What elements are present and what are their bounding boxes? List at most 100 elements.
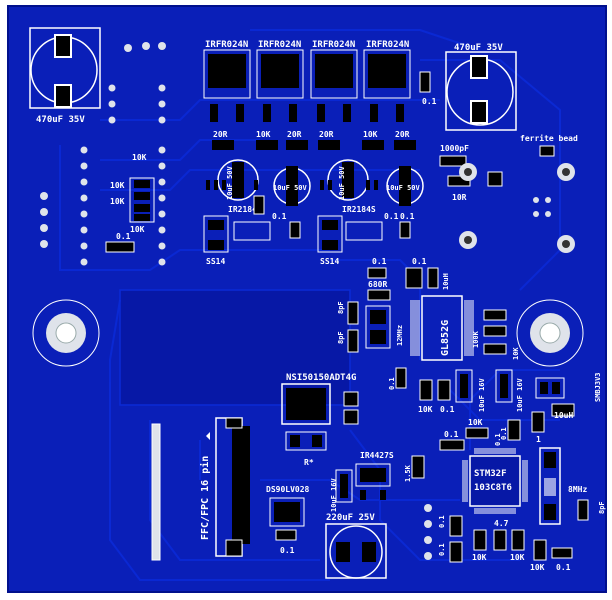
ferrite-pad [487,171,503,187]
crystal-8mhz [539,447,561,525]
cap-01-left [105,241,135,253]
label-r10k-g: 10K [468,418,483,427]
diode-ss14-2 [317,215,343,253]
resistor-680r [367,289,391,301]
label-c01-e: 0.1 [440,405,455,414]
cap-01-d2 [289,221,301,239]
label-r100k: 100K [472,330,480,348]
label-r10r: 10R [452,193,467,202]
label-ss14-2: SS14 [320,257,339,266]
cap-220uf [325,523,387,579]
label-c01-h: 0.1 [500,427,508,440]
label-stm-2: 103C8T6 [474,483,512,493]
label-r20r-1: 20R [213,130,228,139]
resistor-10k-e [483,325,507,337]
cap-8pf-1 [347,301,359,325]
label-stm-1: STM32F [474,469,507,479]
cap-470uf-left [29,27,101,109]
label-c8pf-1: 8pF [337,301,345,314]
cap-01-mid1 [367,267,387,279]
cap-1-small [531,411,545,433]
cap-8pf-2 [347,329,359,353]
label-c01-mid1: 0.1 [372,257,387,266]
ffc-connector [151,417,250,561]
label-c01-d2: 0.1 [384,212,399,221]
label-c01-left: 0.1 [116,232,131,241]
label-c1000pf: 1000pF [440,144,469,153]
mosfet-2 [256,49,304,122]
label-mosfet-4: IRFR024N [366,40,409,50]
ic-small-2 [345,221,383,241]
ic-ir2184s-1 [206,180,258,190]
label-ir4427: IR4427S [360,451,394,460]
label-c01-f: 0.1 [388,377,396,390]
resistor-rstar [285,431,327,451]
label-r20r-2: 20R [287,130,302,139]
cap-01-top [419,71,431,93]
label-mosfet-3: IRFR024N [312,40,355,50]
cap-10uf16-2 [495,369,513,403]
resistor-stack-10k [129,177,155,223]
cap-01-i [275,529,297,541]
label-c01-l: 0.1 [494,433,502,446]
ic-ir4427s [355,463,391,500]
label-c01-mid2: 0.1 [412,257,427,266]
label-cap220: 220uF 25V [326,513,375,523]
label-ds90: DS90LV028 [266,485,310,494]
mosfet-4 [363,49,411,122]
cap-01-mid2 [405,267,423,289]
label-r10k-b: 10K [110,181,125,190]
resistor-1-5k [411,455,425,479]
ic-small-1 [233,221,271,241]
cap-01-e [437,379,451,401]
label-r10k-i: 10K [510,553,525,562]
cap-1000pf [439,155,467,167]
label-r10k-j: 10K [530,563,545,572]
resistor-10k-g [465,427,489,439]
label-ffc: FFC/FPC 16 pin [199,456,211,540]
resistor-10k-h [473,529,487,551]
crystal-12mhz [365,305,391,349]
label-r20r-4: 20R [395,130,410,139]
cap-01-h [507,419,521,441]
resistor-10k-f [419,379,433,401]
label-xtal12: 12MHz [396,325,404,346]
cap-10uf16-3 [335,469,353,503]
label-r10k-e: 10K [512,347,520,360]
header-pins-bottom [424,504,432,560]
cap-01-f [395,367,407,389]
label-c01-i: 0.1 [280,546,295,555]
label-rstar: R* [304,458,314,467]
ic-ir2184s-2 [320,180,378,190]
mounting-hole-right [516,299,584,367]
label-cap10uf-3: 10uF 50V [338,165,346,200]
label-ind10uh-1: 10uH [442,273,450,290]
resistor-10k-i [511,529,525,551]
label-r10k-d: 10K [130,225,145,234]
label-ir2184s-2: IR2184S [342,205,376,214]
label-c10uf16-1: 10uF 16V [478,377,486,412]
label-c01-top: 0.1 [422,97,437,106]
label-c01-j: 0.1 [438,515,446,528]
label-cap10uf-2: 10uF 50V [273,184,308,192]
mcu-stm32 [462,448,528,514]
label-c01-g: 0.1 [444,430,459,439]
cap-10uf-4 [386,166,424,206]
mounting-hole-left [32,299,100,367]
inductor-10uh-1 [427,267,439,289]
ic-gl852g [410,295,474,361]
cap-470uf-right [445,51,517,131]
label-gl852g: GL852G [440,320,451,356]
left-header [40,146,166,266]
mosfet-3 [310,49,358,122]
label-c01-d1: 0.1 [272,212,287,221]
label-xtal8: 8MHz [568,485,587,494]
header-pins-top [108,42,166,124]
label-r10k-a: 10K [132,153,147,162]
cap-10uf-2 [273,166,311,206]
label-c01-k: 0.1 [438,543,446,556]
label-cap10uf-4: 10uF 50V [386,184,421,192]
resistor-4-7 [493,529,507,551]
cap-01-k [449,541,463,563]
diode-ss14-1 [203,215,229,253]
